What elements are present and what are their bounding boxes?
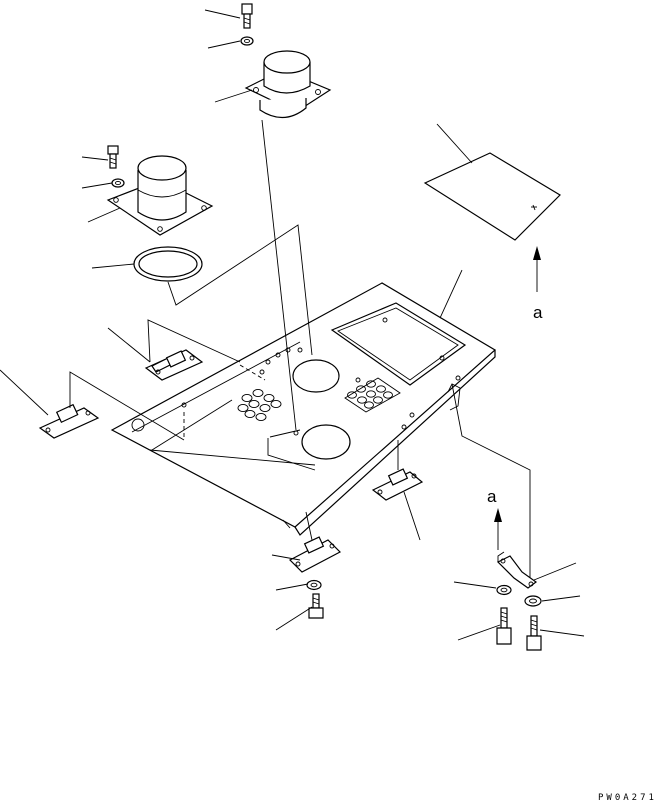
hinge-bottom: [288, 536, 342, 573]
bottom-bolt-center: [308, 593, 324, 619]
hinge-upper-left: [144, 349, 204, 381]
hinge-far-left: [38, 403, 100, 439]
assembly-line-left: [167, 224, 313, 356]
assembly-line-bracket: [451, 383, 531, 578]
washer-lower-right-b: [524, 595, 542, 607]
leader-lines: [0, 9, 585, 641]
top-bolt: [241, 3, 253, 29]
panel-plate: [110, 282, 497, 536]
bracket-tab: [447, 383, 461, 411]
left-bolt: [107, 145, 119, 169]
plate-small-holes-left: [237, 388, 282, 422]
bolt-lower-right-a: [496, 607, 512, 645]
label-plate: [423, 152, 561, 241]
drawing-code: PW0A271: [598, 793, 657, 803]
hinge-lower-center: [371, 468, 424, 501]
left-washer: [111, 178, 125, 188]
mounting-bracket: [496, 551, 538, 589]
assembly-line-hinge-ul: [147, 319, 241, 363]
top-washer: [240, 36, 254, 46]
washer-lower-right-a: [496, 584, 512, 596]
plate-large-holes: [292, 359, 351, 460]
view-callout-label-upper: a: [533, 303, 543, 322]
assembly-line-hinge-fl: [69, 371, 185, 441]
assembly-line-top: [261, 119, 297, 431]
left-relay-unit: [106, 155, 214, 236]
plate-misc-holes: [131, 317, 461, 436]
plate-small-holes-right: [344, 377, 401, 413]
top-relay-unit: [244, 50, 332, 119]
assembly-line-hinge-b: [305, 511, 313, 541]
bolt-lower-right-b: [526, 615, 542, 651]
gasket-ring: [133, 246, 203, 282]
view-arrow-lower: [494, 508, 502, 550]
view-arrow-upper: [533, 246, 541, 292]
bottom-washer-center: [306, 579, 322, 591]
view-callout-label-lower: a: [487, 487, 497, 506]
plate-window: [330, 302, 467, 386]
